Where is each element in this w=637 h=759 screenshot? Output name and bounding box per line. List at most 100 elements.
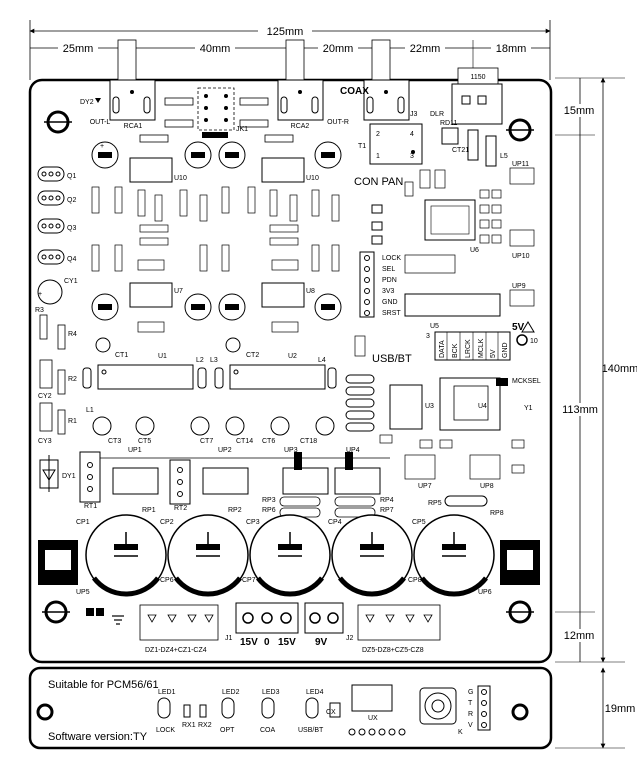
led-opt-label: OPT [220,727,235,734]
cy3-label: CY3 [38,438,52,445]
cx-label: CX [326,709,336,716]
big-caps [85,514,495,597]
up9-label: UP9 [512,283,526,290]
power-15v-b: 15V [278,637,296,648]
mcksel-label: MCKSEL [512,378,541,385]
y1-label: Y1 [524,405,533,412]
power-terminals [235,602,344,634]
power-9v: 9V [315,637,328,648]
coax-connector: COAX J3 [340,39,418,121]
pin3-label: 3 [426,333,430,340]
right-small-parts [404,167,535,307]
conpan-pin-sel: SEL [382,266,395,273]
usb-bt-label: USB/BT [372,353,412,365]
up6-block: UP6 [478,540,540,596]
q2-label: Q2 [67,197,76,204]
ct1-label: CT1 [115,352,128,359]
ct2-label: CT2 [246,352,259,359]
opamp-area-right: U10 U8 [218,141,342,321]
up10-label: UP10 [512,253,530,260]
receiver-chip-u6: U6 [371,199,479,274]
dy1-label: DY1 [62,473,76,480]
dim-22mm: 22mm [410,43,441,55]
gtrv-header: G T R V [468,685,491,731]
l2-label: L2 [196,357,204,364]
jk1-jumper: JK1 [197,87,248,138]
cy1-cap: + CY1 [37,278,78,305]
rt1: RT1 [79,451,101,510]
dim-25mm: 25mm [63,43,94,55]
hdr-5v: 5V [490,349,497,358]
u9-label: U10 [174,175,187,182]
dy1-diode: DY1 [39,455,76,492]
up8-label: UP8 [480,483,494,490]
out-l-label: OUT-L [90,119,111,126]
led-coa-label: COA [260,727,276,734]
jk1-label: JK1 [236,126,248,133]
rd11-ct21: RD11 CT21 L5 [440,120,508,167]
conpan-header [359,251,375,318]
j2-label: J2 [346,635,354,642]
up5-label: UP5 [76,589,90,596]
suitable-label: Suitable for PCM56/61 [48,679,159,691]
led-lock-label: LOCK [156,727,175,734]
l4-label: L4 [318,357,326,364]
opamp-resistors [91,186,340,333]
l3-label: L3 [210,357,218,364]
u7-label: U7 [174,288,183,295]
cy1-label: CY1 [64,278,78,285]
u5-chip: U5 [404,293,501,330]
mounting-holes [42,110,534,624]
opamp-area-left: + U10 U7 [91,141,212,321]
pin-t: T [468,700,473,707]
u6-label: U6 [470,247,479,254]
cp8-label: CP8 [408,577,422,584]
software-label: Software version:TY [48,731,148,743]
ct21-label: CT21 [452,147,469,154]
up5-block: UP5 [38,540,90,596]
dim-19mm: 19mm [605,703,636,715]
conpan-pin-lock: LOCK [382,255,401,262]
transistor-column: Q1 Q2 Q3 Q4 [37,166,76,265]
u1-label: U1 [158,353,167,360]
rp5-label: RP5 [428,500,442,507]
dz-right-label: DZ5-DZ8+CZ5-CZ8 [362,647,424,654]
r1-label: R1 [68,418,77,425]
svg-text:+: + [100,143,104,150]
ct5-label: CT5 [138,438,151,445]
ground-symbol [86,608,124,625]
led2-label: LED2 [222,689,240,696]
mcu-ux: CX UX [326,684,406,736]
q1-label: Q1 [67,173,76,180]
cp4-label: CP4 [328,519,342,526]
receiver-1150-label: 1150 [470,74,485,81]
hdr-bck: BCK [452,343,459,358]
up2-label: UP2 [218,447,232,454]
led4-label: LED4 [306,689,324,696]
ct14-label: CT14 [236,438,253,445]
power-0: 0 [264,637,270,648]
u5-label: U5 [430,323,439,330]
top-dimensions: 125mm 25mm 40mm 20mm 22mm 18mm [29,20,551,80]
pin-v: V [468,722,473,729]
ct6-label: CT6 [262,438,275,445]
up1-label: UP1 [128,447,142,454]
l5-label: L5 [500,153,508,160]
hdr-mclk: MCLK [478,338,485,358]
resistor-stack [345,335,375,432]
j3-label: J3 [410,111,418,118]
dim-total-width: 125mm [267,26,304,38]
led3: LED3 COA [260,689,280,734]
rx1-label: RX1 [182,722,196,729]
led1-label: LED1 [158,689,176,696]
led-usbbt-label: USB/BT [298,727,324,734]
conpan-title: CON PAN [354,176,403,188]
up6-label: UP6 [478,589,492,596]
conpan-pin-srst: SRST [382,310,401,317]
u4-label: U4 [478,403,487,410]
hdr-lrck: LRCK [465,339,472,358]
rp6-label: RP6 [262,507,276,514]
rt1-label: RT1 [84,503,97,510]
rca2-label: RCA2 [291,123,310,130]
